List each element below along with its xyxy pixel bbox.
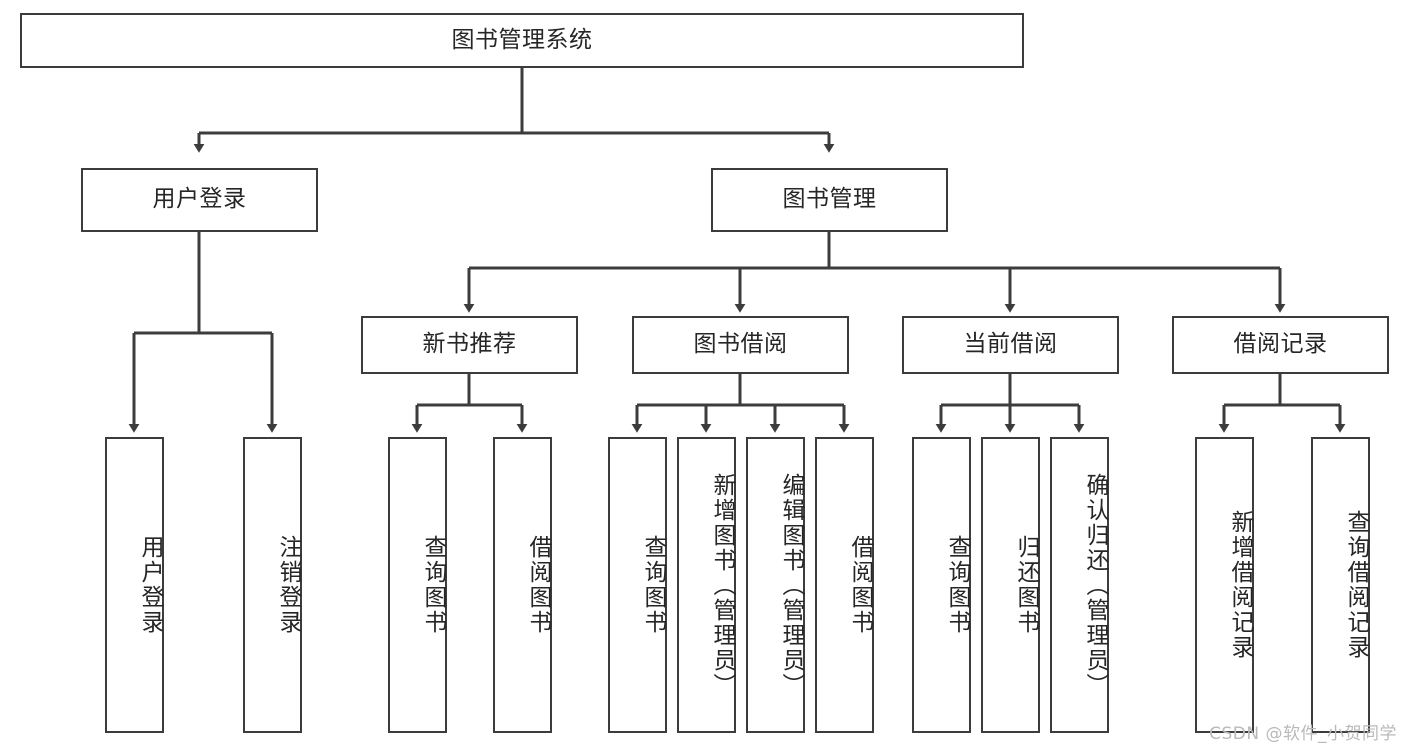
node-label: 图书管理系统 xyxy=(451,26,593,53)
node-book-borrow[interactable]: 图书借阅 xyxy=(632,316,849,374)
leaf-user-login-login[interactable]: 用户登录 xyxy=(105,437,164,733)
node-label: 借阅记录 xyxy=(1233,331,1328,358)
node-label: 注销登录 xyxy=(275,535,301,635)
leaf-borrow-edit-book-admin[interactable]: 编辑图书（管理员） xyxy=(746,437,805,733)
node-label: 用户登录 xyxy=(152,186,247,213)
node-label: 查询借阅记录 xyxy=(1343,510,1369,660)
node-label: 图书借阅 xyxy=(693,331,788,358)
node-label: 当前借阅 xyxy=(963,331,1058,358)
node-label: 新书推荐 xyxy=(422,331,517,358)
node-label: 查询图书 xyxy=(420,535,446,635)
leaf-current-query-book[interactable]: 查询图书 xyxy=(912,437,971,733)
node-new-book-recommend[interactable]: 新书推荐 xyxy=(361,316,578,374)
leaf-record-add-record[interactable]: 新增借阅记录 xyxy=(1195,437,1254,733)
node-user-login[interactable]: 用户登录 xyxy=(81,168,318,232)
node-label: 归还图书 xyxy=(1013,535,1039,635)
node-label: 图书管理 xyxy=(782,186,877,213)
leaf-borrow-query-book[interactable]: 查询图书 xyxy=(608,437,667,733)
leaf-current-return-book[interactable]: 归还图书 xyxy=(981,437,1040,733)
node-label: 查询图书 xyxy=(640,535,666,635)
node-label: 查询图书 xyxy=(944,535,970,635)
leaf-borrow-borrow-book[interactable]: 借阅图书 xyxy=(815,437,874,733)
leaf-borrow-add-book-admin[interactable]: 新增图书（管理员） xyxy=(677,437,736,733)
node-label: 借阅图书 xyxy=(847,535,873,635)
node-label: 新增图书（管理员） xyxy=(709,472,735,698)
node-root-book-management-system[interactable]: 图书管理系统 xyxy=(20,13,1024,68)
leaf-new-book-query[interactable]: 查询图书 xyxy=(388,437,447,733)
leaf-current-confirm-return-admin[interactable]: 确认归还（管理员） xyxy=(1050,437,1109,733)
node-label: 编辑图书（管理员） xyxy=(778,472,804,698)
leaf-new-book-borrow[interactable]: 借阅图书 xyxy=(493,437,552,733)
node-book-management[interactable]: 图书管理 xyxy=(711,168,948,232)
node-label: 用户登录 xyxy=(137,535,163,635)
leaf-record-query-record[interactable]: 查询借阅记录 xyxy=(1311,437,1370,733)
node-current-borrow[interactable]: 当前借阅 xyxy=(902,316,1119,374)
node-label: 新增借阅记录 xyxy=(1227,510,1253,660)
node-label: 借阅图书 xyxy=(525,535,551,635)
leaf-user-login-logout[interactable]: 注销登录 xyxy=(243,437,302,733)
node-label: 确认归还（管理员） xyxy=(1082,472,1108,698)
node-borrow-record[interactable]: 借阅记录 xyxy=(1172,316,1389,374)
